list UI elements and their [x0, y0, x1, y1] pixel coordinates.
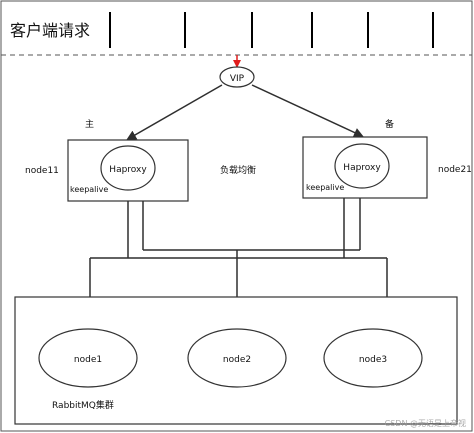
backup-label: 备: [385, 118, 394, 130]
vip-label: VIP: [230, 74, 245, 84]
backend-connectors: [85, 198, 392, 329]
right-proxy-ellipse: [334, 143, 390, 189]
right-keepalive-label: keepalive: [306, 183, 344, 192]
cluster-label: RabbitMQ集群: [52, 399, 114, 411]
node2-label: node2: [223, 355, 251, 365]
client-request-header: 客户端请求: [1, 12, 472, 56]
csdn-watermark: CSDN @无语是上帝视: [385, 418, 466, 428]
vip-node: VIP: [219, 66, 255, 88]
node1-label: node1: [74, 355, 102, 365]
right-proxy-label: Haproxy: [343, 163, 381, 173]
vip-to-right-arrow: [251, 84, 364, 138]
load-balance-label: 负载均衡: [220, 164, 256, 176]
left-haproxy-node: Haproxy keepalive: [67, 139, 189, 202]
node2-ellipse: [187, 328, 287, 388]
vip-to-left-arrow: [126, 84, 223, 140]
node1-ellipse: [38, 328, 138, 388]
header-title: 客户端请求: [10, 21, 90, 40]
node3-label: node3: [359, 355, 387, 365]
right-haproxy-node: Haproxy keepalive: [302, 136, 428, 199]
left-proxy-label: Haproxy: [109, 165, 147, 175]
right-host-label: node21: [438, 165, 472, 175]
node3-ellipse: [323, 328, 423, 388]
left-keepalive-label: keepalive: [70, 185, 108, 194]
vip-ellipse: [219, 66, 255, 88]
left-host-label: node11: [25, 166, 59, 176]
master-label: 主: [85, 118, 94, 130]
left-proxy-ellipse: [100, 145, 156, 191]
rabbitmq-cluster: node1 node2 node3 RabbitMQ集群: [14, 296, 458, 425]
